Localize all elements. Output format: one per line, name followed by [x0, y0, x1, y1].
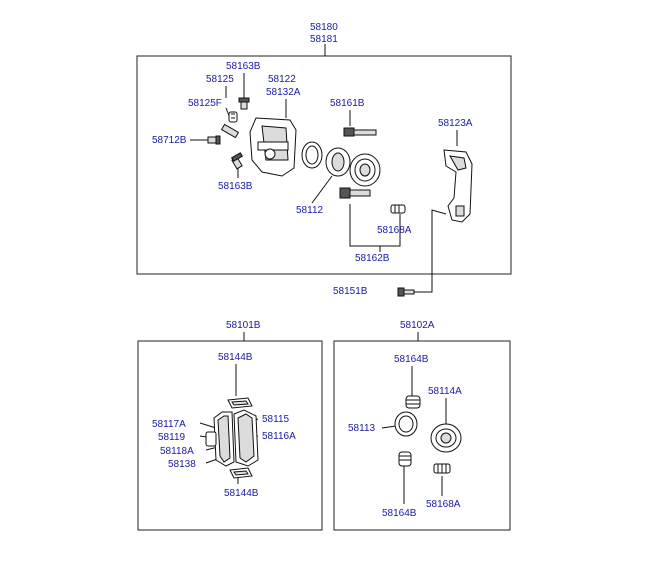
- label-58163B-bottom[interactable]: 58163B: [218, 181, 253, 192]
- boot-58125: [228, 111, 238, 123]
- boot-58164B-bottom: [398, 451, 412, 467]
- caliper-assembly-group: 58180 58181 58163B 58125 58125F 58712B 5…: [136, 22, 512, 297]
- label-58114A[interactable]: 58114A: [428, 386, 462, 397]
- label-58180[interactable]: 58180: [310, 22, 338, 33]
- caliper-carrier-58123A: [443, 149, 473, 223]
- label-58144B-bottom[interactable]: 58144B: [224, 488, 259, 499]
- guide-bolt-58161B: [343, 127, 377, 137]
- label-58164B-top[interactable]: 58164B: [394, 354, 429, 365]
- bolt-58163B-top: [238, 97, 250, 110]
- label-58118A[interactable]: 58118A: [160, 446, 194, 457]
- dust-boot: [349, 153, 381, 187]
- label-58117A[interactable]: 58117A: [152, 419, 186, 430]
- label-58123A[interactable]: 58123A: [438, 118, 473, 129]
- bolt-58151B: [397, 287, 415, 297]
- caliper-assembly-frame: [136, 55, 512, 275]
- label-58112[interactable]: 58112: [296, 205, 324, 216]
- brake-pad-outer: [233, 409, 259, 467]
- pad-shim: [205, 431, 217, 447]
- pad-kit-frame: [137, 340, 323, 531]
- guide-bolt-58162B: [339, 187, 371, 199]
- label-58119[interactable]: 58119: [158, 432, 186, 443]
- label-58132A[interactable]: 58132A: [266, 87, 301, 98]
- label-58164B-bottom[interactable]: 58164B: [382, 508, 417, 519]
- pad-clip-58144B-bottom: [229, 467, 253, 479]
- label-58138[interactable]: 58138: [168, 459, 196, 470]
- bleeder-58712B: [207, 135, 221, 145]
- boot-58168A-bottom: [433, 463, 451, 474]
- label-58125F[interactable]: 58125F: [188, 98, 222, 109]
- label-58161B[interactable]: 58161B: [330, 98, 365, 109]
- label-58162B[interactable]: 58162B: [355, 253, 390, 264]
- pad-kit-group: 58101B 58144B 58117A 58119 58118A 58138 …: [137, 320, 323, 531]
- pad-clip-58144B-top: [227, 397, 253, 409]
- piston-seal-58112: [301, 141, 323, 169]
- label-58122[interactable]: 58122: [268, 74, 296, 85]
- label-58168A-bottom[interactable]: 58168A: [426, 499, 461, 510]
- seal-kit-group: 58102A 58164B 58114A 58113 58164B 58168A: [333, 320, 511, 531]
- boot-58168A: [390, 204, 406, 214]
- label-58181[interactable]: 58181: [310, 34, 338, 45]
- label-58144B-top[interactable]: 58144B: [218, 352, 253, 363]
- seal-kit-frame: [333, 340, 511, 531]
- label-58125[interactable]: 58125: [206, 74, 234, 85]
- label-58115[interactable]: 58115: [262, 414, 290, 425]
- label-58102A[interactable]: 58102A: [400, 320, 435, 331]
- piston: [325, 147, 351, 177]
- seal-58113: [394, 411, 418, 437]
- caliper-housing-58122: [249, 117, 297, 177]
- label-58116A[interactable]: 58116A: [262, 431, 296, 442]
- label-58712B[interactable]: 58712B: [152, 135, 187, 146]
- boot-58164B-top: [405, 395, 421, 409]
- bolt-58163B-bottom: [230, 152, 244, 170]
- brake-pad-inner: [213, 411, 235, 467]
- boot-58114A: [430, 423, 462, 453]
- label-58163B-top[interactable]: 58163B: [226, 61, 261, 72]
- label-58101B[interactable]: 58101B: [226, 320, 261, 331]
- label-58168A-top[interactable]: 58168A: [377, 225, 412, 236]
- label-58151B[interactable]: 58151B: [333, 286, 368, 297]
- pin-58125F: [220, 123, 240, 139]
- label-58113[interactable]: 58113: [348, 423, 376, 434]
